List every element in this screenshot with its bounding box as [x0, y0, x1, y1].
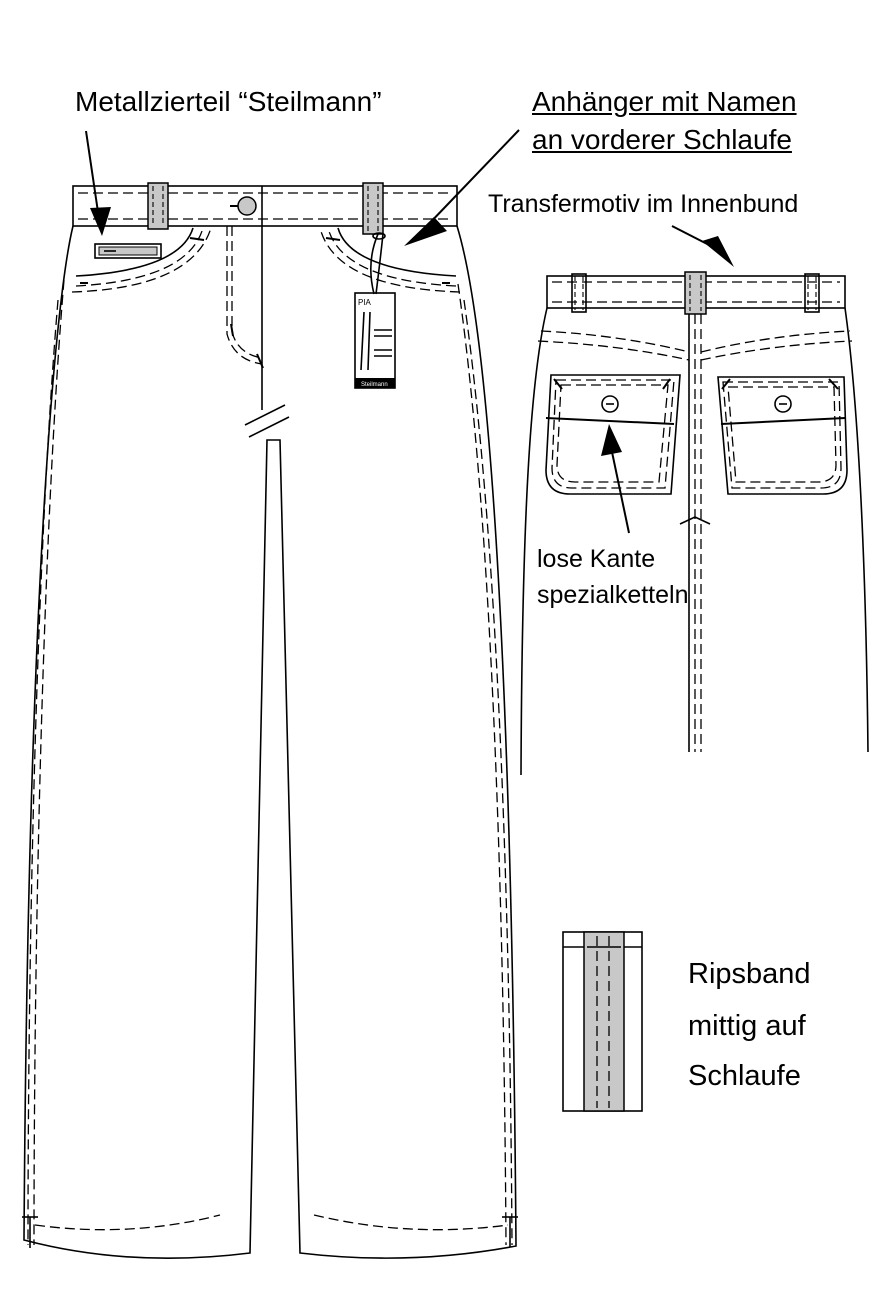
label-loose-edge-line1: lose Kante [537, 545, 656, 573]
arrow-hang-tag [404, 129, 520, 246]
hang-tag: PIA Steilmann [354, 232, 396, 389]
metal-ornament [94, 243, 162, 259]
ribbon-detail [562, 931, 643, 1112]
label-hang-tag-line1: Anhänger mit Namen [532, 86, 797, 117]
front-pocket-right [319, 227, 461, 293]
front-waistband [72, 185, 458, 227]
label-hang-tag-line2: an vorderer Schlaufe [532, 124, 792, 155]
back-view [520, 271, 869, 776]
label-transfer-motif: Transfermotiv im Innenbund [488, 190, 799, 218]
label-metal-ornament: Metallzierteil “Steilmann” [75, 86, 382, 117]
back-pocket-right [717, 376, 848, 495]
arrow-metal-ornament [85, 130, 111, 236]
back-pocket-left [545, 374, 681, 495]
front-view: PIA Steilmann [22, 182, 518, 1260]
hang-tag-brand: Steilmann [361, 382, 388, 388]
label-ribbon-line1: Ripsband [688, 958, 811, 990]
front-belt-loop-right [362, 182, 384, 235]
front-silhouette [23, 225, 517, 1260]
hang-tag-name: PIA [358, 298, 372, 307]
arrow-transfer [671, 225, 734, 267]
label-loose-edge-line2: spezialketteln [537, 581, 689, 609]
back-waistband [546, 271, 846, 315]
label-ribbon-line2: mittig auf [688, 1010, 806, 1042]
arrow-loose-edge [601, 424, 630, 534]
front-fly [226, 226, 290, 438]
label-ribbon-line3: Schlaufe [688, 1060, 801, 1092]
front-belt-loop-left [147, 182, 169, 230]
waistband-button [237, 196, 257, 216]
front-pocket-left [71, 227, 212, 293]
